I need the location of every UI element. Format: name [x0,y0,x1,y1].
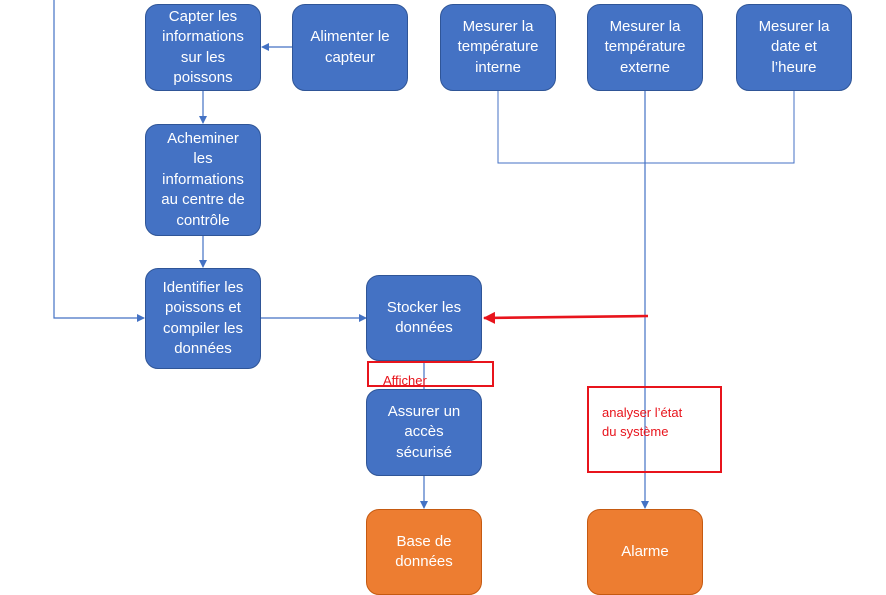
annotation-red-arrow [483,311,649,324]
node-temperature-externe: Mesurer la température externe [587,4,703,91]
connector-left-feedback [53,0,145,322]
node-stocker: Stocker les données [366,275,482,361]
node-temperature-interne: Mesurer la température interne [440,4,556,91]
node-date-heure: Mesurer la date et l’heure [736,4,852,91]
node-base-de-donnees: Base de données [366,509,482,595]
node-capter: Capter les informations sur les poissons [145,4,261,91]
node-identifier: Identifier les poissons et compiler les … [145,268,261,369]
node-alimenter: Alimenter le capteur [292,4,408,91]
node-alarme: Alarme [587,509,703,595]
annotation-afficher-box [367,361,494,387]
node-acheminer: Acheminer les informations au centre de … [145,124,261,236]
annotation-afficher-text: Afficher [383,373,427,388]
annotation-analyser-box [587,386,722,473]
flowchart-connectors [53,0,795,509]
annotation-analyser-text: analyser l’état du système [602,405,683,439]
node-acces-securise: Assurer un accès sécurisé [366,389,482,476]
connector-measure-merge [497,91,795,164]
